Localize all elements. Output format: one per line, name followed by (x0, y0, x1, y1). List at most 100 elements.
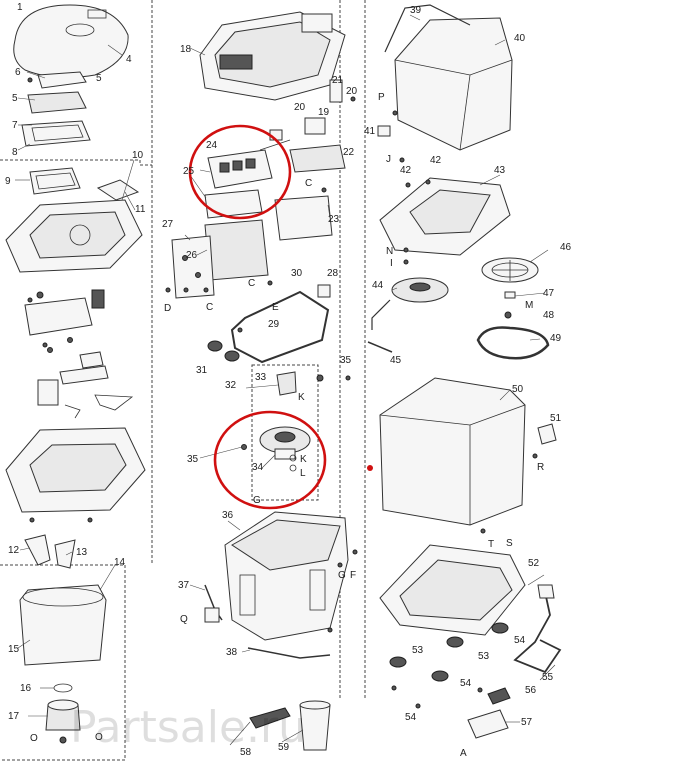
part-label-43: 43 (494, 165, 506, 176)
part-label-G: G (253, 495, 261, 506)
part-label-K: K (300, 454, 307, 465)
part-label-37: 37 (178, 580, 190, 591)
part-label-38: 38 (226, 647, 238, 658)
part-label-4: 4 (126, 54, 132, 65)
part-label-I: I (390, 258, 393, 269)
part-label-13: 13 (76, 547, 88, 558)
part-label-A: A (460, 748, 467, 759)
kneading-blade-a (24, 534, 51, 566)
part-label-24: 24 (206, 140, 218, 151)
part-label-51: 51 (550, 413, 562, 424)
highlight-dot (367, 465, 373, 471)
screws (27, 77, 538, 709)
part-label-50: 50 (512, 384, 524, 395)
part-label-46: 46 (560, 242, 572, 253)
leader-lines (15, 14, 556, 746)
part-label-F: F (350, 570, 356, 581)
blade-tool (249, 707, 291, 729)
rear-housing (394, 17, 513, 151)
part-label-29: 29 (268, 319, 280, 330)
lid-hinge (24, 297, 93, 336)
part-label-14: 14 (114, 557, 126, 568)
part-label-36: 36 (222, 510, 234, 521)
part-label-18: 18 (180, 44, 192, 55)
part-label-54: 54 (514, 635, 526, 646)
part-label-16: 16 (20, 683, 32, 694)
part-label-39: 39 (410, 5, 422, 16)
cord-holder (467, 709, 509, 739)
part-label-12: 12 (8, 545, 20, 556)
part-label-42: 42 (430, 155, 442, 166)
part-label-40: 40 (514, 33, 526, 44)
part-label-C: C (305, 178, 312, 189)
part-label-30: 30 (291, 268, 303, 279)
part-label-T: T (488, 539, 494, 550)
part-label-27: 27 (162, 219, 174, 230)
part-label-33: 33 (255, 372, 267, 383)
part-label-28: 28 (327, 268, 339, 279)
part-label-J: J (386, 154, 391, 165)
part-label-5: 5 (12, 93, 18, 104)
part-label-M: M (525, 300, 533, 311)
part-label-C: C (206, 302, 213, 313)
middle-column-parts (171, 11, 349, 751)
part-label-26: 26 (186, 250, 198, 261)
lid-cover (13, 4, 129, 79)
part-label-41: 41 (364, 126, 376, 137)
part-label-54: 54 (460, 678, 472, 689)
part-label-1: 1 (17, 2, 23, 13)
part-label-R: R (537, 462, 544, 473)
part-label-O: O (95, 732, 103, 743)
part-label-53: 53 (478, 651, 490, 662)
part-label-44: 44 (372, 280, 384, 291)
part-label-45: 45 (390, 355, 402, 366)
left-column-parts (5, 4, 146, 744)
part-label-N: N (386, 246, 393, 257)
part-label-8: 8 (12, 147, 18, 158)
part-label-11: 11 (135, 204, 146, 215)
part-label-35: 35 (340, 355, 352, 366)
part-label-19: 19 (318, 107, 330, 118)
part-label-5: 5 (96, 73, 102, 84)
part-label-54: 54 (405, 712, 417, 723)
part-label-L: L (300, 468, 306, 479)
vent-cap (37, 71, 87, 89)
control-panel-bracket (301, 13, 333, 33)
part-label-59: 59 (278, 742, 290, 753)
part-label-58: 58 (240, 747, 252, 758)
outer-case (379, 377, 526, 526)
part-label-23: 23 (328, 214, 340, 225)
part-label-25: 25 (183, 166, 195, 177)
lid-plate (96, 179, 140, 201)
part-label-K: K (298, 392, 305, 403)
part-label-49: 49 (550, 333, 562, 344)
part-label-57: 57 (521, 717, 533, 728)
frame-25 (204, 189, 263, 219)
highlights (188, 124, 373, 510)
part-label-G: G (338, 570, 346, 581)
vent-frame (27, 91, 87, 114)
part-label-32: 32 (225, 380, 237, 391)
part-label-34: 34 (252, 462, 264, 473)
part-label-47: 47 (543, 288, 555, 299)
part-labels: 1 4 5 5 6 7 8 9 10 11 12 13 14 15 16 17 … (5, 2, 572, 759)
part-label-31: 31 (196, 365, 208, 376)
housing-26 (204, 219, 269, 281)
highlight-circle-switch-block (188, 124, 292, 220)
right-column-parts (367, 4, 562, 739)
part-label-9: 9 (5, 176, 11, 187)
part-label-20: 20 (294, 102, 306, 113)
part-label-S: S (506, 538, 513, 549)
part-label-O: O (30, 733, 38, 744)
connector-block (289, 144, 346, 173)
part-label-D: D (164, 303, 171, 314)
drive-belt (476, 326, 550, 360)
part-label-6: 6 (15, 67, 21, 78)
part-label-53: 53 (412, 645, 424, 656)
kneading-blade-b (54, 539, 76, 569)
part-label-Q: Q (180, 614, 188, 625)
part-label-E: E (272, 302, 279, 313)
part-label-15: 15 (8, 644, 20, 655)
bread-pan (19, 584, 107, 666)
